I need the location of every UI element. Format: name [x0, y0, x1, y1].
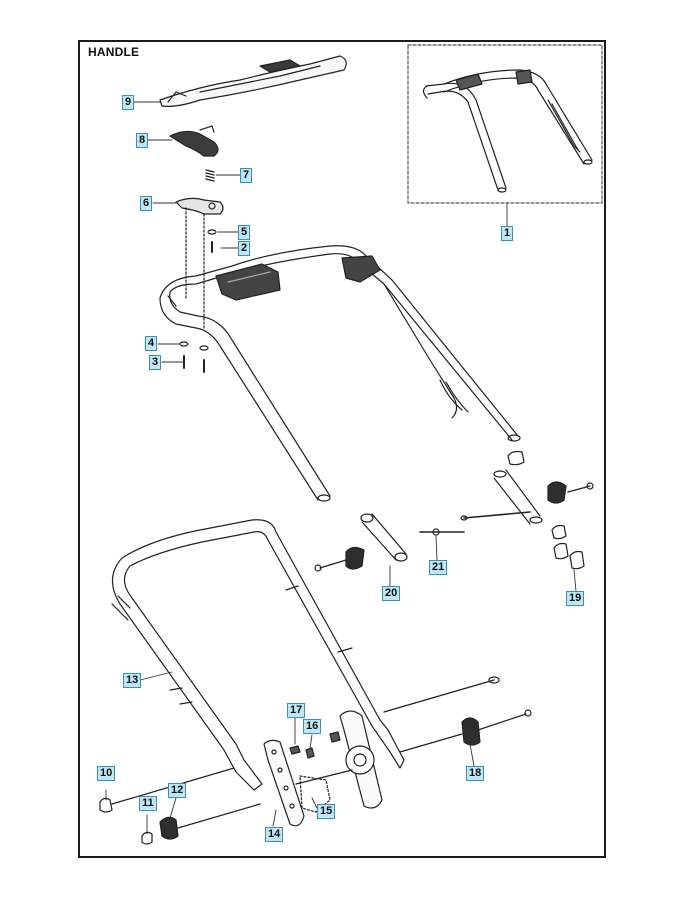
- callout-8: 8: [136, 133, 149, 148]
- callout-20: 20: [382, 586, 401, 601]
- callout-15: 15: [317, 804, 336, 819]
- right-side-hardware: [460, 450, 594, 570]
- part-4-washer: [179, 341, 189, 347]
- callout-11: 11: [139, 796, 157, 811]
- diagram-title: HANDLE: [88, 45, 140, 59]
- callout-13: 13: [123, 673, 142, 688]
- part-21-bolt: [419, 528, 465, 536]
- callout-18: 18: [466, 766, 485, 781]
- assembly-inset-box: [407, 44, 603, 204]
- parts-16-17-nuts: [289, 731, 341, 759]
- callout-9: 9: [122, 95, 135, 110]
- diagram-frame: [78, 40, 606, 858]
- callout-6: 6: [140, 196, 153, 211]
- part-4-washer-2: [199, 345, 209, 351]
- callout-5: 5: [238, 225, 251, 240]
- callout-1: 1: [501, 226, 514, 241]
- part-20-tube: [314, 513, 408, 572]
- callout-4: 4: [145, 336, 158, 351]
- part-7-spring: [205, 169, 215, 182]
- callout-10: 10: [97, 766, 116, 781]
- callout-19: 19: [566, 591, 585, 606]
- inset-handle-assembly: [422, 69, 593, 193]
- callout-14: 14: [265, 827, 284, 842]
- leader-lines: [105, 101, 577, 835]
- part-6-bracket: [175, 197, 224, 331]
- part-5-washer: [207, 229, 217, 235]
- callout-21: 21: [429, 560, 448, 575]
- part-9-cover: [159, 55, 347, 107]
- upper-handle: [159, 245, 521, 502]
- callout-2: 2: [238, 241, 251, 256]
- callout-17: 17: [287, 703, 306, 718]
- callout-16: 16: [303, 719, 322, 734]
- callout-7: 7: [240, 168, 253, 183]
- part-18-knob: [383, 676, 532, 753]
- part-15-plate: [339, 710, 383, 809]
- callout-3: 3: [149, 355, 162, 370]
- part-8-lever: [169, 125, 219, 157]
- callout-12: 12: [168, 783, 187, 798]
